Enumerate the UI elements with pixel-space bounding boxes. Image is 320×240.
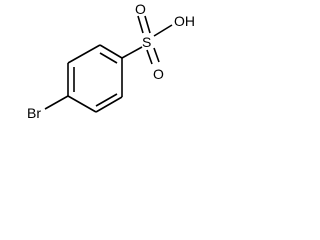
chemical-structure: Br S O O OH xyxy=(27,1,195,121)
bromine-label: Br xyxy=(27,105,41,121)
ring-bond-2 xyxy=(67,44,101,64)
sulfur-label: S xyxy=(142,34,151,50)
oxygen-top-label: O xyxy=(135,1,146,17)
sulfur-hydroxyl-bond xyxy=(153,24,173,37)
carbon-sulfur-bond xyxy=(121,46,143,59)
ring-bond-5 xyxy=(95,96,123,113)
sulfur-oxygen-bottom-bond-a xyxy=(146,49,153,65)
ring-bond-4 xyxy=(67,95,97,113)
ring-double-bond-3 xyxy=(95,93,118,107)
sulfur-oxygen-top-bond-a xyxy=(137,15,144,34)
oxygen-bottom-label: O xyxy=(153,66,164,82)
benzene-ring xyxy=(67,44,123,113)
carbon-bromine-bond xyxy=(44,95,69,110)
sulfur-oxygen-top-bond-b xyxy=(144,15,151,34)
ring-double-bond-1 xyxy=(99,52,118,64)
hydroxyl-label: OH xyxy=(174,13,195,29)
sulfur-oxygen-bottom-bond-b xyxy=(153,47,160,63)
ring-bond-1 xyxy=(99,44,123,59)
